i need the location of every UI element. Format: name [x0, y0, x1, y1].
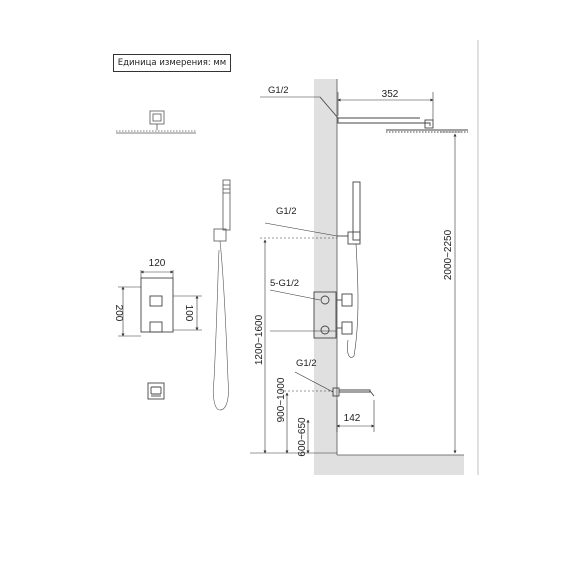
valve-connection-label: 5-G1/2 [270, 278, 299, 289]
head-mount-block [149, 110, 165, 125]
panel-width-label: 120 [149, 258, 166, 269]
spout-front-view [147, 382, 165, 400]
wall-section [314, 79, 337, 475]
valve-knob-top [341, 293, 353, 307]
arm-dimension-line [337, 92, 434, 120]
spout-length-label: 142 [344, 413, 361, 424]
unit-label: Единица измерения: мм [113, 54, 231, 72]
spout-connection-label: G1/2 [296, 358, 317, 369]
head-height-label: 2000~2250 [443, 229, 454, 280]
valve-port-bottom [320, 325, 330, 335]
button-spacing-label: 100 [183, 305, 194, 322]
bath-spout [332, 387, 375, 397]
arm-length-label: 352 [382, 89, 399, 100]
valve-port-top [320, 295, 330, 305]
shower-head-top-view [116, 110, 196, 134]
hand-shower-holder [213, 228, 227, 242]
valve-height-label: 1200~1600 [254, 314, 265, 365]
spout-height-label: 900~1000 [276, 377, 287, 422]
panel-front-view [140, 277, 174, 333]
panel-button-top [149, 295, 163, 307]
valve-knob-bottom [341, 321, 353, 335]
wall-hand-shower-holder [347, 231, 361, 245]
floor-to-spout-label: 600~650 [297, 417, 308, 457]
concealed-valve [313, 291, 353, 339]
floor-section [337, 455, 464, 475]
wall-hand-shower [337, 181, 361, 358]
panel-dimension-lines [118, 270, 202, 337]
shower-head-connector [424, 119, 434, 129]
hand-shower-side-view [212, 179, 231, 411]
vertical-dimension-lines [260, 131, 462, 454]
top-connection-label: G1/2 [268, 85, 289, 96]
shower-arm [319, 96, 468, 133]
spout-dimension-line [336, 400, 375, 432]
panel-button-bottom [149, 321, 163, 333]
panel-height-label: 200 [113, 305, 124, 322]
hand-connection-label: G1/2 [276, 206, 297, 217]
